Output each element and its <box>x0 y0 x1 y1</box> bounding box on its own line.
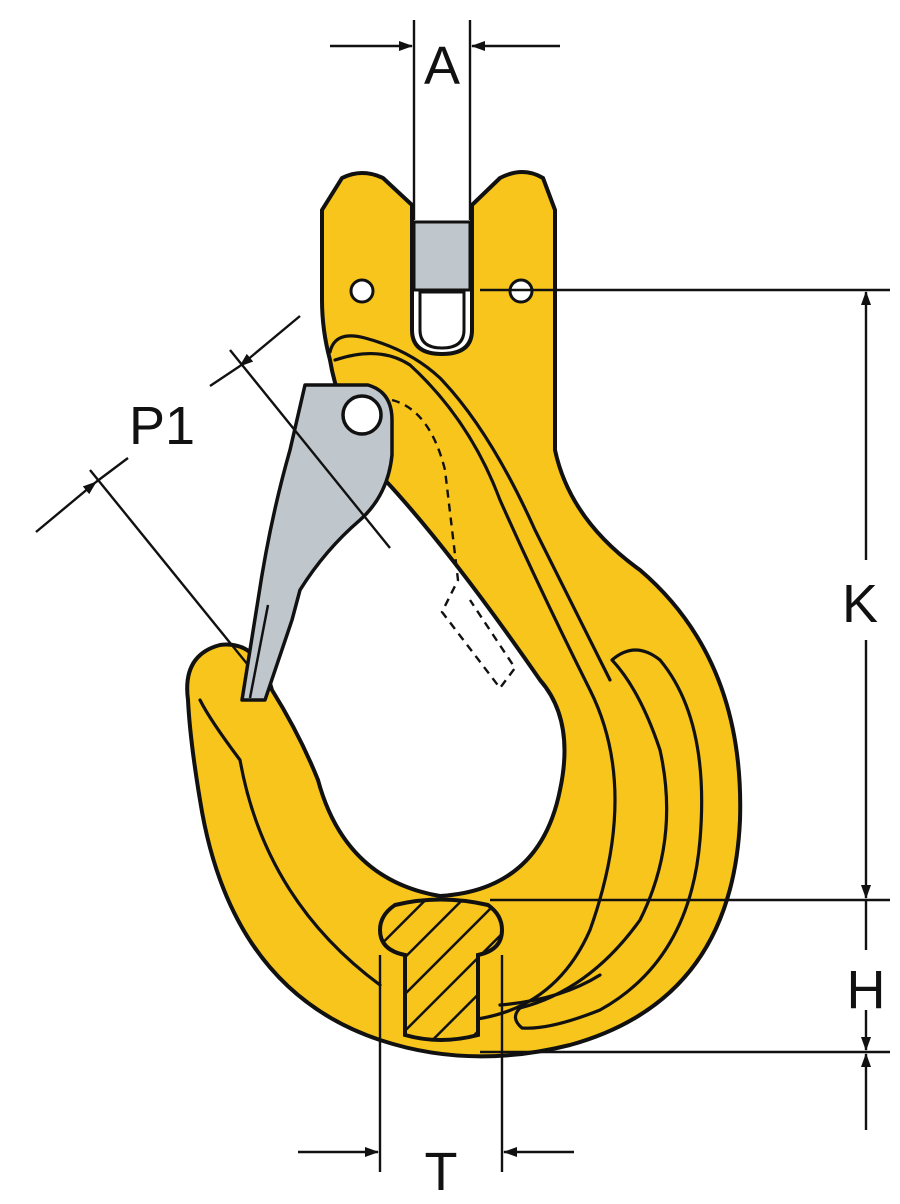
clevis-pin-insert <box>412 220 472 292</box>
latch-open-position-dashed <box>391 398 517 690</box>
label-h: H <box>847 960 886 1020</box>
pin-hole-left <box>349 278 375 304</box>
cross-section-hatched <box>377 897 505 1042</box>
dimension-a: A <box>330 20 560 220</box>
hook-lower-inner-contour <box>498 973 602 1007</box>
clevis-slot <box>418 290 466 350</box>
hook-tip-inner-contour <box>198 698 382 987</box>
label-t: T <box>425 1142 458 1202</box>
label-k: K <box>842 574 878 634</box>
label-p1: P1 <box>129 396 195 456</box>
latch-plate <box>240 383 394 702</box>
hook-outline <box>185 170 743 1059</box>
dimension-t: T <box>298 955 574 1202</box>
hook-body <box>185 170 743 1059</box>
safety-latch <box>240 383 517 702</box>
hook-inner-contour-back <box>333 351 617 1022</box>
hook-inner-contour-upper <box>328 334 612 682</box>
dimension-h: H <box>480 900 890 1130</box>
dimension-k: K <box>480 288 890 902</box>
latch-pivot-circle <box>341 394 383 436</box>
dimension-p1: P1 <box>35 315 391 666</box>
label-a: A <box>424 36 460 96</box>
hook-back-groove <box>513 648 704 1030</box>
